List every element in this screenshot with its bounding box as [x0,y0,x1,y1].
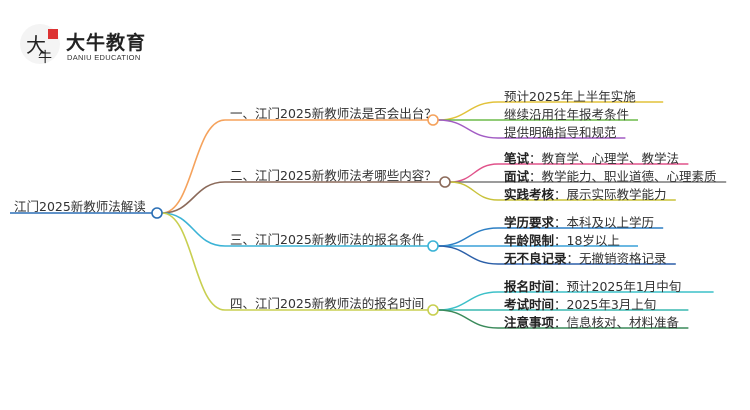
brand-name: 大牛教育 [66,32,147,54]
leaf-label: 面试：教学能力、职业道德、心理素质 [504,169,717,184]
root-node-dot [151,207,163,219]
brand-logo: 大 牛 大牛教育 DANIU EDUCATION [18,22,168,74]
branch-label: 二、江门2025新教师法考哪些内容？ [230,168,437,183]
branch-label: 四、江门2025新教师法的报名时间 [230,296,425,311]
leaf-label: 年龄限制：18岁以上 [504,233,620,248]
root-node-label: 江门2025新教师法解读 [14,199,146,214]
branch-node-dot [439,176,451,188]
brand-subtitle: DANIU EDUCATION [67,53,141,62]
branch-node-dot [427,240,439,252]
leaf-label: 预计2025年上半年实施 [504,89,636,104]
leaf-label: 考试时间：2025年3月上旬 [504,297,657,312]
leaf-label: 无不良记录：无撤销资格记录 [504,251,667,266]
leaf-label: 笔试：教育学、心理学、教学法 [504,151,680,166]
svg-text:牛: 牛 [38,50,52,66]
leaf-label: 注意事项：信息核对、材料准备 [504,315,680,330]
branch-node-dot [427,304,439,316]
branch-label: 一、江门2025新教师法是否会出台？ [230,106,437,121]
leaf-label: 报名时间：预计2025年1月中旬 [504,279,682,294]
leaf-label: 提供明确指导和规范 [504,125,617,140]
leaf-label: 继续沿用往年报考条件 [504,107,630,122]
svg-text:大: 大 [26,33,46,57]
leaf-label: 学历要求：本科及以上学历 [504,215,655,230]
branch-label: 三、江门2025新教师法的报名条件 [230,232,425,247]
leaf-label: 实践考核：展示实际教学能力 [504,187,667,202]
daniu-logo-icon: 大 牛 [20,24,60,66]
branch-node-dot [427,114,439,126]
